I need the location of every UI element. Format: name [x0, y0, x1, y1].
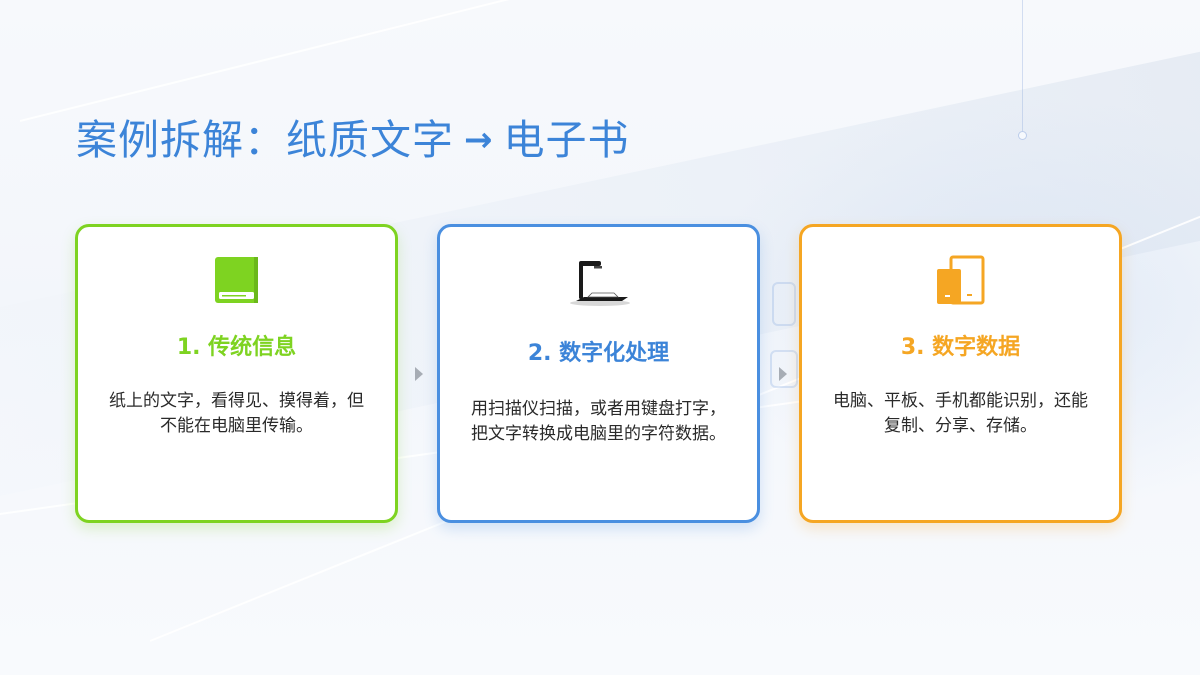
background-device: [770, 350, 798, 388]
card-heading: 2. 数字化处理: [527, 341, 670, 366]
arrow-right-icon: [415, 367, 423, 381]
background-device: [772, 282, 796, 326]
card-description-line: 把文字转换成电脑里的字符数据。: [471, 424, 726, 444]
card-description-line: 不能在电脑里传输。: [160, 416, 313, 436]
card-digital-data: 3. 数字数据 电脑、平板、手机都能识别，还能 复制、分享、存储。: [799, 224, 1122, 523]
document-scanner-icon: [566, 257, 632, 313]
card-description: 用扫描仪扫描，或者用键盘打字， 把文字转换成电脑里的字符数据。: [450, 397, 747, 447]
card-description-line: 电脑、平板、手机都能识别，还能: [833, 391, 1088, 411]
background-node: [1018, 131, 1027, 140]
title-left-text: 案例拆解：纸质文字: [76, 116, 454, 164]
card-digitization: 2. 数字化处理 用扫描仪扫描，或者用键盘打字， 把文字转换成电脑里的字符数据。: [437, 224, 760, 523]
card-heading: 1. 传统信息: [176, 335, 297, 360]
title-right-text: 电子书: [503, 116, 630, 164]
card-description-line: 复制、分享、存储。: [884, 416, 1037, 436]
arrow-right-icon: [779, 367, 787, 381]
page-title: 案例拆解：纸质文字→电子书: [76, 106, 630, 166]
title-arrow-icon: →: [464, 120, 494, 160]
devices-icon: [935, 255, 987, 311]
background-vertical-line: [1022, 0, 1023, 132]
card-description: 纸上的文字，看得见、摸得着，但 不能在电脑里传输。: [88, 389, 385, 439]
card-description-line: 纸上的文字，看得见、摸得着，但: [109, 391, 364, 411]
card-description-line: 用扫描仪扫描，或者用键盘打字，: [471, 399, 726, 419]
card-heading: 3. 数字数据: [900, 335, 1021, 360]
book-icon: [213, 255, 261, 311]
card-traditional-info: 1. 传统信息 纸上的文字，看得见、摸得着，但 不能在电脑里传输。: [75, 224, 398, 523]
card-description: 电脑、平板、手机都能识别，还能 复制、分享、存储。: [812, 389, 1109, 439]
